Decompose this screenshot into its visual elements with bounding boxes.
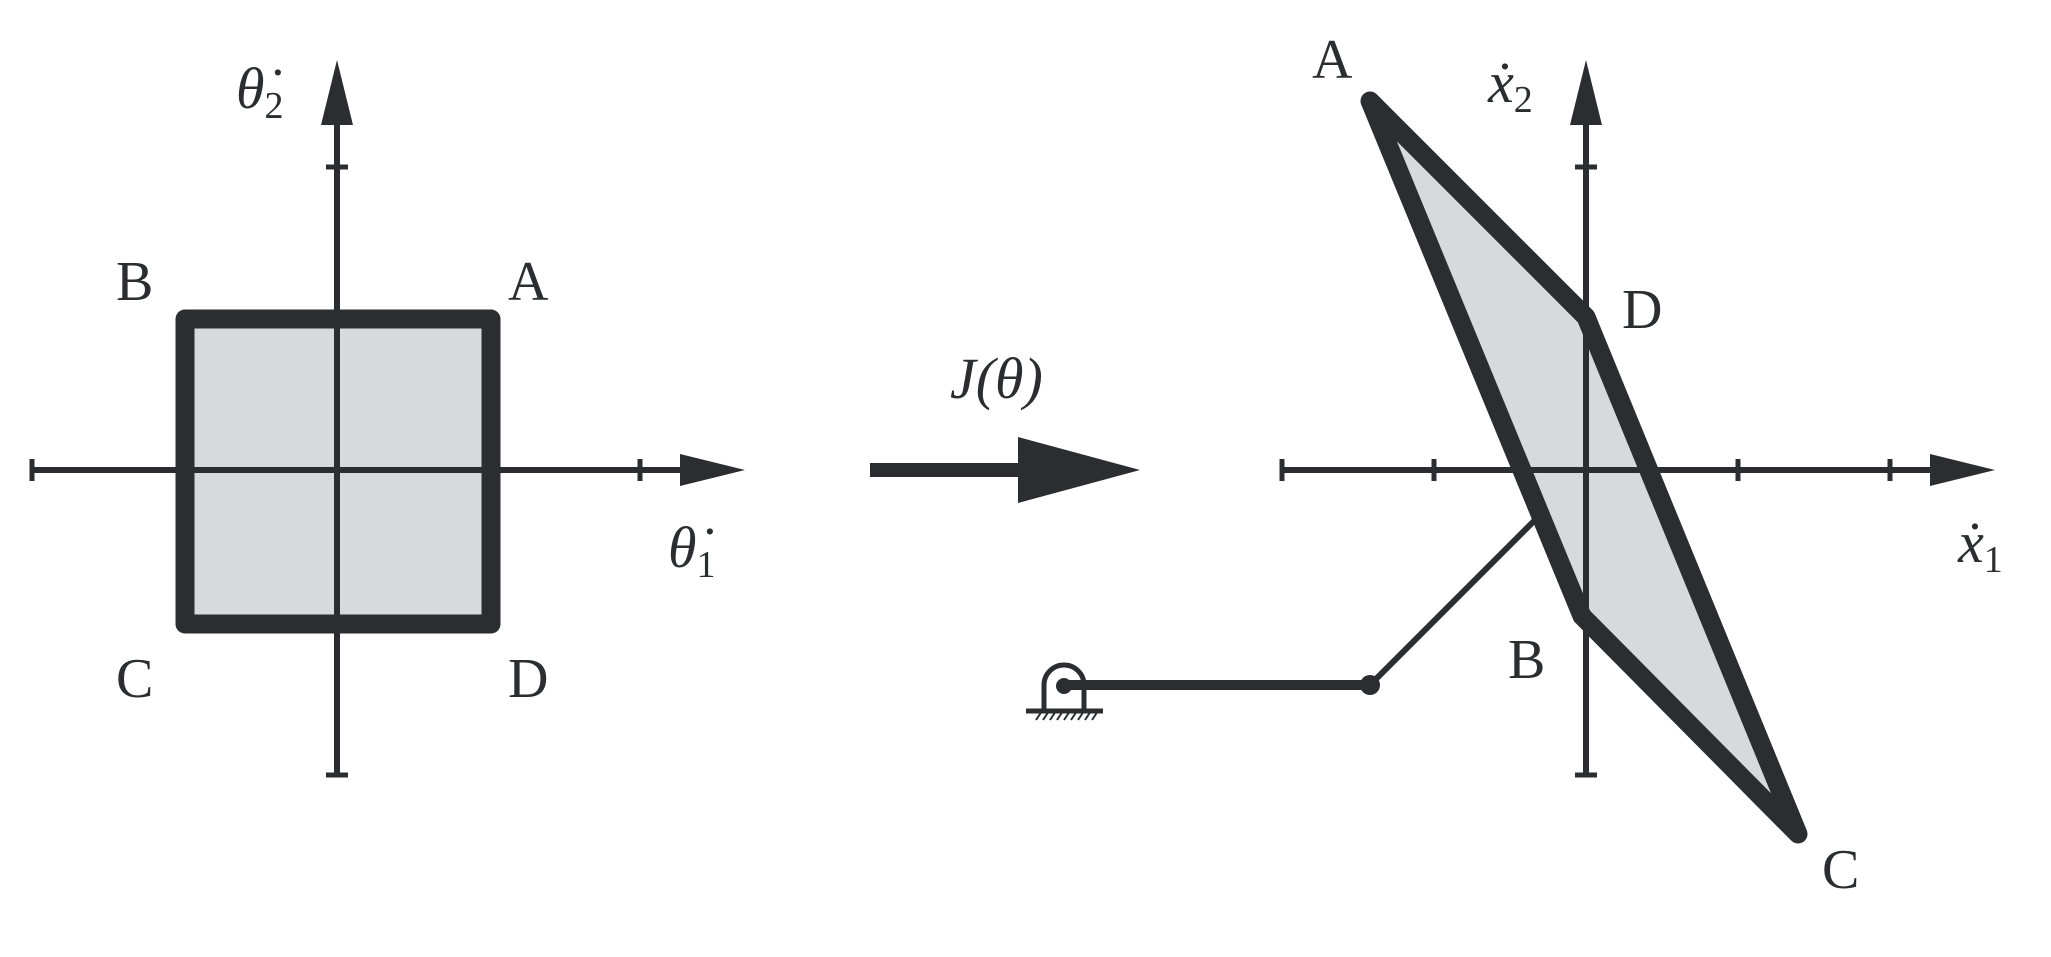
x1-axis-label: ẋ1 <box>1957 510 2003 581</box>
theta2-axis-label: θ̇2 <box>236 56 284 127</box>
theta1-axis-label: θ̇1 <box>668 515 716 586</box>
ground-hatching <box>1035 710 1099 721</box>
base-joint-housing <box>1041 662 1087 710</box>
elbow-joint <box>1360 675 1380 695</box>
robot-arm-linkage <box>1026 467 1588 721</box>
end-effector-velocity-plot: ẋ1 ẋ2 A B C D <box>1026 29 2003 901</box>
map-arrow-label: J(θ) <box>950 346 1043 411</box>
right-corner-label-b: B <box>1508 629 1545 691</box>
x2-axis-label: ẋ2 <box>1487 50 1533 121</box>
left-corner-label-c: C <box>116 648 153 710</box>
left-corner-label-d: D <box>508 648 548 710</box>
joint-velocity-plot: θ̇1 θ̇2 A B C D <box>29 56 745 778</box>
jacobian-map-arrow: J(θ) <box>870 346 1140 503</box>
x2-axis-arrowhead <box>1570 60 1602 125</box>
map-arrow-head <box>1018 437 1140 503</box>
right-corner-label-c: C <box>1822 839 1859 901</box>
left-corner-label-b: B <box>116 251 153 313</box>
right-corner-label-a: A <box>1312 29 1353 91</box>
right-corner-label-d: D <box>1622 279 1662 341</box>
theta1-axis-arrowhead <box>680 454 745 486</box>
left-corner-label-a: A <box>508 251 549 313</box>
x1-axis-arrowhead <box>1930 454 1995 486</box>
theta2-axis-arrowhead <box>321 60 353 125</box>
base-joint-pin <box>1056 678 1072 694</box>
